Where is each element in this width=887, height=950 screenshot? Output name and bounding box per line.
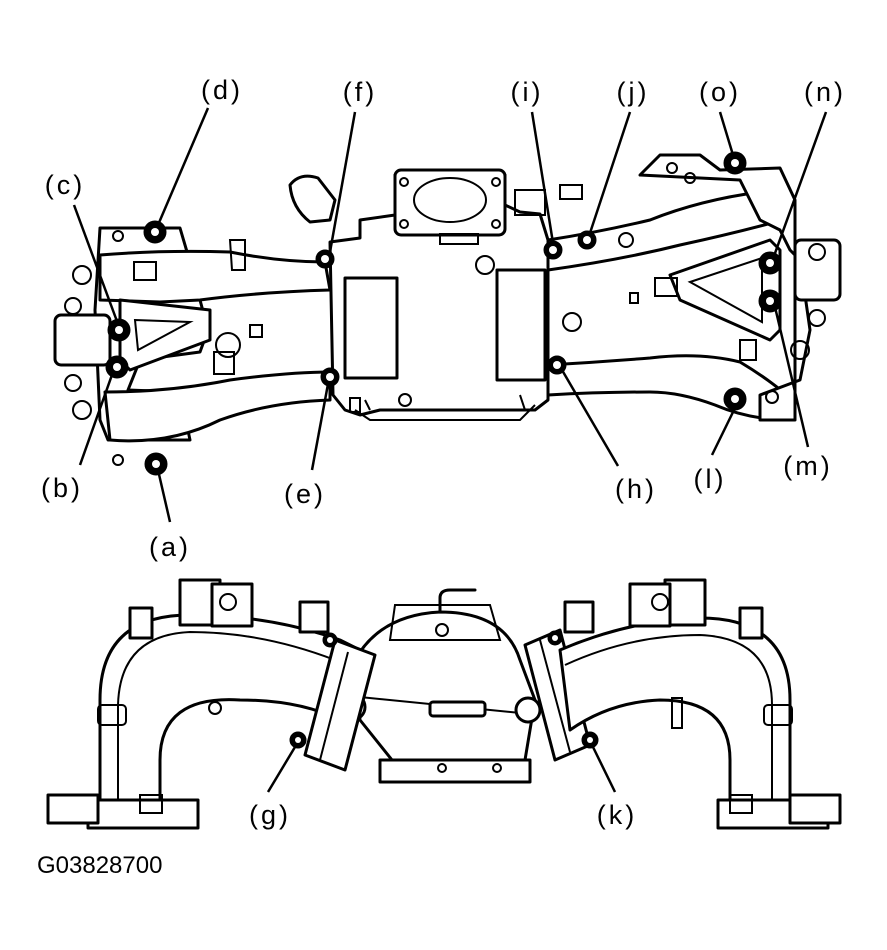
nut-i: [543, 240, 563, 260]
leader-k: [591, 746, 617, 793]
callout-f: (f): [343, 77, 377, 107]
nut-h: [547, 355, 567, 375]
callout-c: (c): [45, 170, 85, 200]
leader-m: [773, 306, 810, 448]
nut-k: [581, 731, 599, 749]
nut-n: [758, 251, 782, 275]
leader-l: [710, 407, 737, 456]
nut-e: [320, 367, 340, 387]
nut-g-upper: [322, 632, 338, 648]
nut-f: [315, 249, 335, 269]
callout-e: (e): [284, 479, 326, 509]
callout-b: (b): [41, 473, 83, 503]
leader-e: [310, 383, 330, 471]
callout-h: (h): [615, 474, 657, 504]
leader-f: [328, 111, 357, 253]
callout-n: (n): [804, 77, 846, 107]
nut-m: [758, 289, 782, 313]
nut-g: [289, 731, 307, 749]
callout-a: (a): [149, 532, 191, 562]
nut-b: [105, 355, 129, 379]
callout-m: (m): [783, 451, 832, 481]
leader-lines: [72, 107, 828, 793]
leader-h: [560, 369, 620, 467]
leader-c: [72, 204, 120, 325]
nut-l: [723, 387, 747, 411]
callout-l: (l): [694, 464, 727, 494]
nut-c: [107, 318, 131, 342]
figure-code: G03828700: [37, 852, 162, 879]
leader-j: [588, 111, 632, 234]
leader-d: [156, 107, 210, 226]
callout-k: (k): [597, 800, 637, 830]
callout-g: (g): [249, 800, 291, 830]
nut-k-upper: [547, 630, 563, 646]
leader-i: [530, 111, 555, 244]
leader-o: [718, 111, 735, 156]
nut-markers: [105, 151, 782, 749]
callout-o: (o): [699, 77, 741, 107]
leader-a: [156, 469, 172, 523]
callout-i: (i): [511, 77, 544, 107]
manifold-front-view: [46, 578, 842, 830]
nut-a: [144, 452, 168, 476]
callout-d: (d): [201, 75, 243, 105]
callout-labels: (a) (b) (c) (d) (e) (f) (g) (h) (i) (j) …: [41, 75, 846, 830]
manifold-top-view: [53, 153, 842, 466]
nut-d: [143, 220, 167, 244]
leader-b: [78, 371, 115, 466]
nut-o: [723, 151, 747, 175]
leader-n: [772, 111, 828, 257]
leader-g: [266, 746, 297, 793]
nut-j: [577, 230, 597, 250]
callout-j: (j): [617, 77, 650, 107]
